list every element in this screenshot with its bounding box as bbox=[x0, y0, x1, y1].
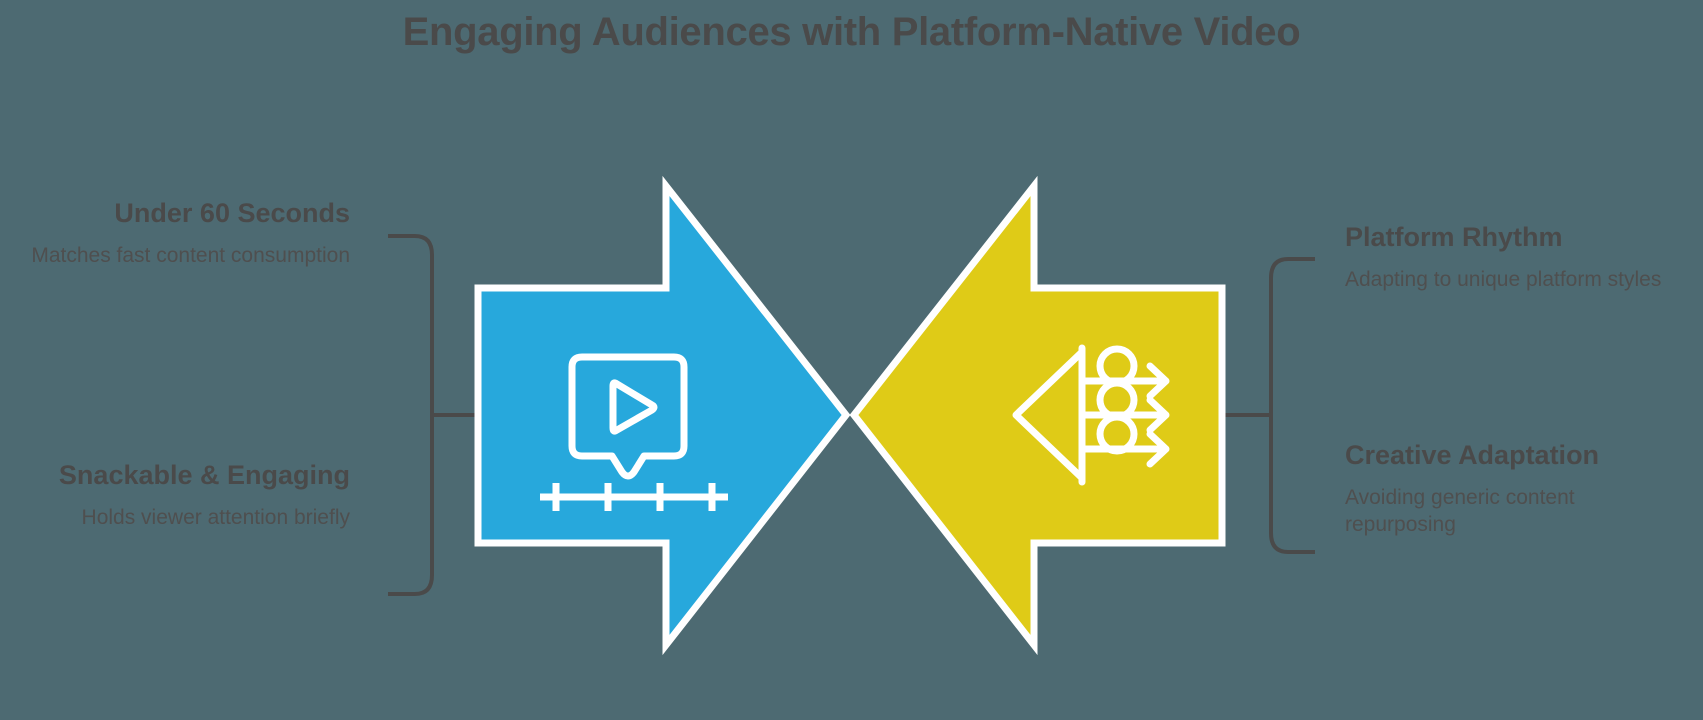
distribution-arrows bbox=[1116, 362, 1170, 468]
label-heading-under-60-seconds: Under 60 Seconds bbox=[114, 198, 350, 228]
speech-bubble-shape bbox=[568, 353, 688, 480]
content-distribution-icon bbox=[1012, 344, 1170, 486]
label-block-under-60-seconds: Under 60 Seconds Matches fast content co… bbox=[20, 198, 350, 270]
right-arrow-shape bbox=[849, 175, 1226, 656]
left-connector-bracket bbox=[388, 234, 478, 596]
right-connector-bracket bbox=[1222, 257, 1315, 554]
left-arrow-shape bbox=[474, 175, 851, 656]
audience-node-bottom-icon bbox=[1096, 413, 1138, 455]
label-block-platform-rhythm: Platform Rhythm Adapting to unique platf… bbox=[1345, 222, 1675, 294]
right-arrow[interactable] bbox=[849, 175, 1226, 656]
label-body-under-60-seconds: Matches fast content consumption bbox=[31, 244, 350, 268]
label-body-snackable-engaging: Holds viewer attention briefly bbox=[81, 506, 350, 530]
distribution-arrow-bottom-icon bbox=[1116, 430, 1170, 468]
label-block-creative-adaptation: Creative Adaptation Avoiding generic con… bbox=[1345, 440, 1675, 538]
page-title: Engaging Audiences with Platform-Native … bbox=[402, 10, 1301, 54]
label-block-snackable-engaging: Snackable & Engaging Holds viewer attent… bbox=[20, 460, 350, 532]
distribution-arrow-top-icon bbox=[1116, 362, 1170, 400]
left-arrow[interactable] bbox=[474, 175, 851, 656]
timeline-scrubber-icon bbox=[540, 483, 728, 511]
label-body-creative-adaptation: Avoiding generic content repurposing bbox=[1345, 486, 1575, 536]
label-heading-snackable-engaging: Snackable & Engaging bbox=[58, 460, 350, 490]
distribution-arrow-mid-icon bbox=[1116, 396, 1170, 434]
label-heading-platform-rhythm: Platform Rhythm bbox=[1345, 222, 1563, 252]
video-message-play-icon bbox=[568, 353, 688, 480]
play-triangle-icon bbox=[609, 379, 658, 435]
label-heading-creative-adaptation: Creative Adaptation bbox=[1345, 440, 1600, 470]
label-body-platform-rhythm: Adapting to unique platform styles bbox=[1345, 268, 1662, 292]
